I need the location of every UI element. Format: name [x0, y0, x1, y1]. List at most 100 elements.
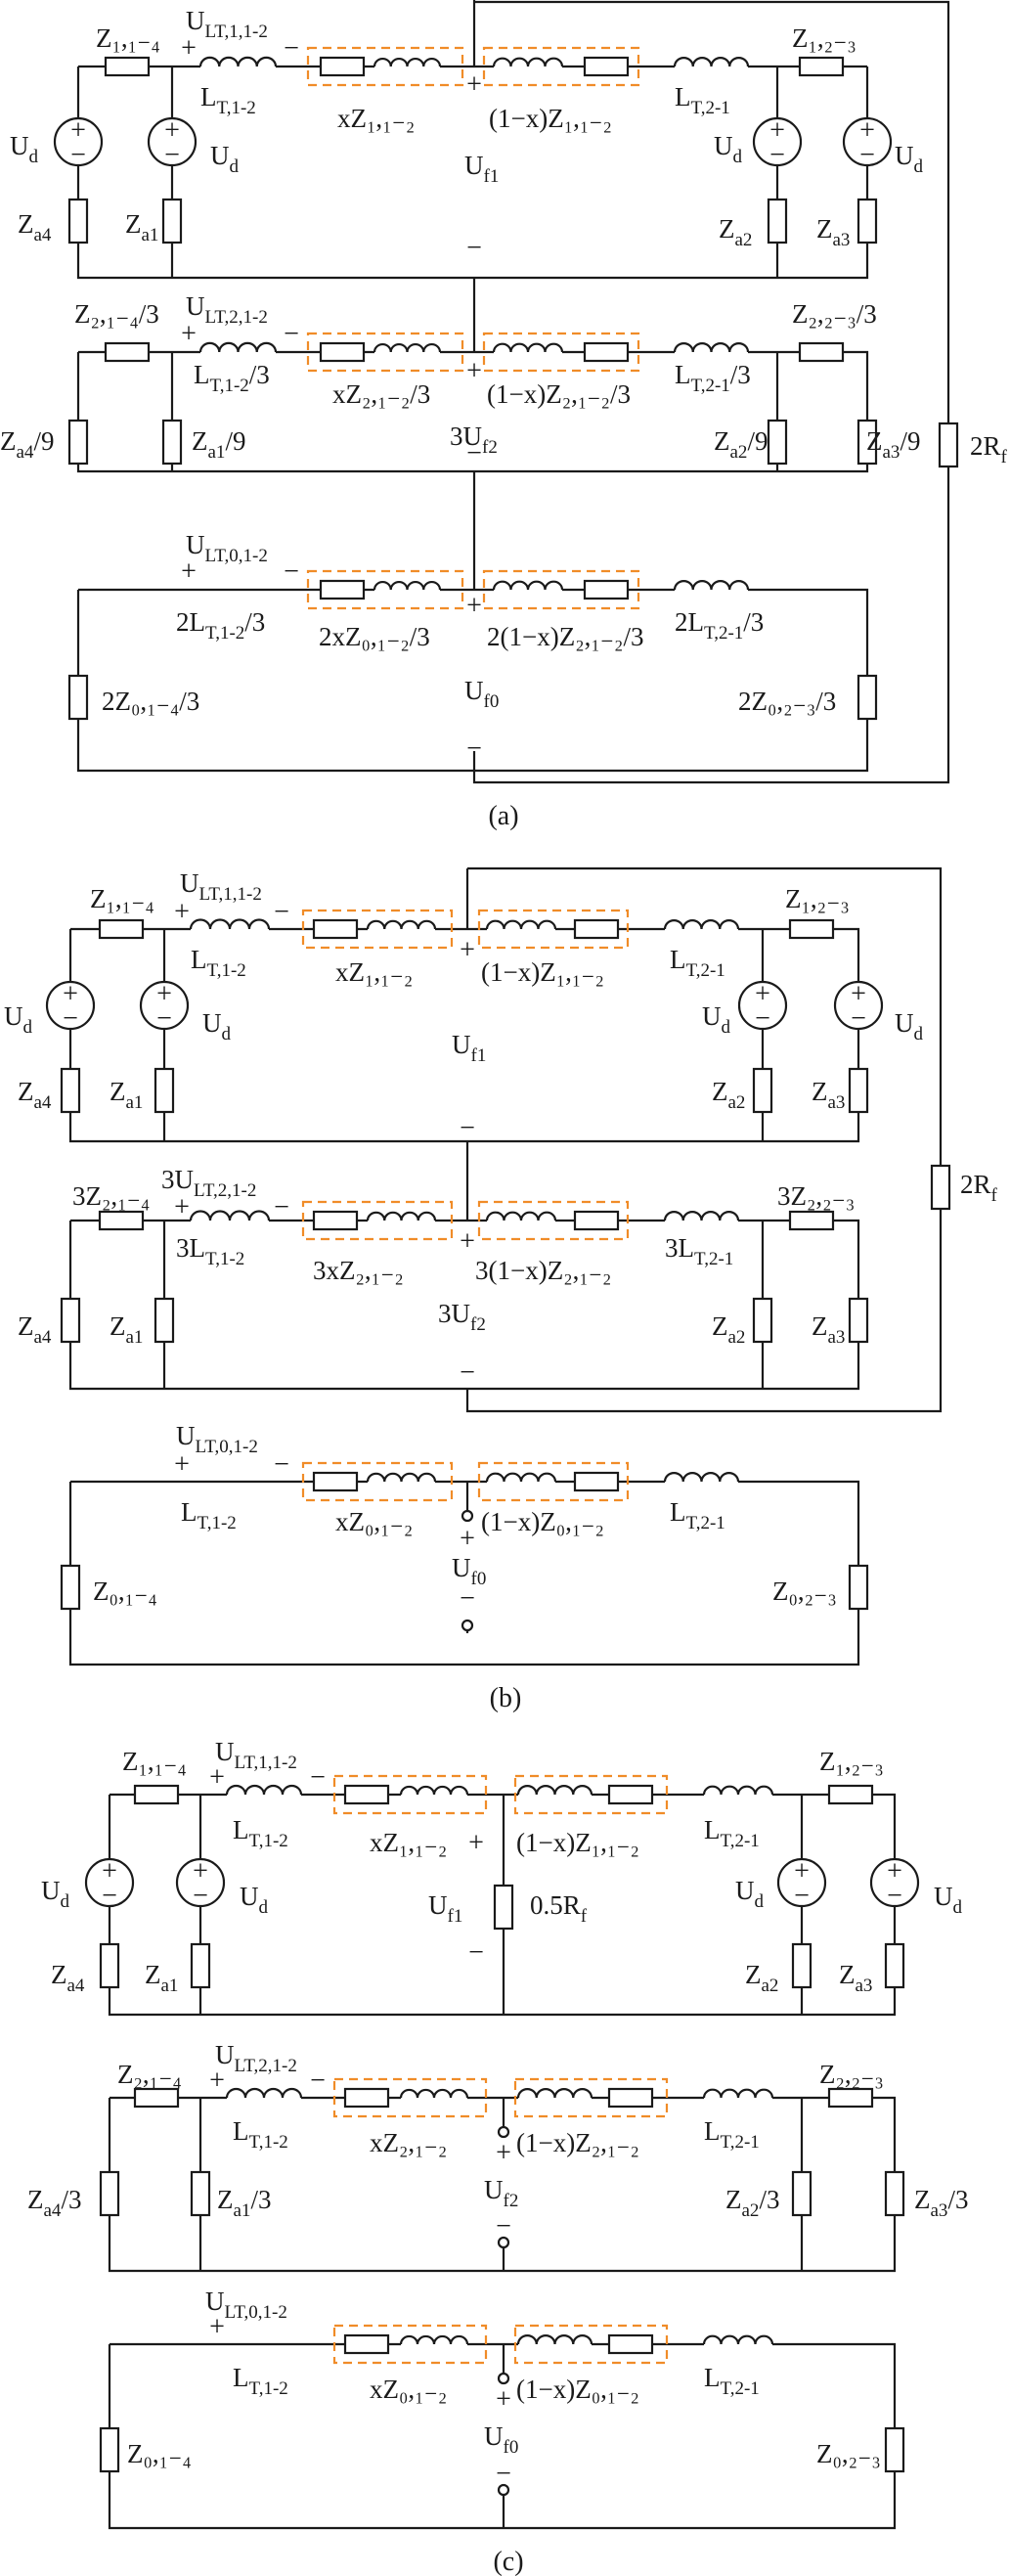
voltage-source-icon: +− — [737, 979, 788, 1034]
inductor-icon — [366, 1472, 437, 1483]
label-b-za1b: Za1 — [110, 1311, 143, 1348]
label-c-lt12c: LT,1-2 — [233, 2363, 288, 2399]
label-b-z0-23: Z₀,₂₋₃ — [772, 1577, 837, 1606]
minus-sign: − — [70, 140, 86, 170]
label-a-za3-9: Za3/9 — [866, 426, 920, 463]
label-c-z1-14: Z₁,₁₋₄ — [122, 1747, 187, 1776]
label-c-xz2: xZ₂,₁₋₂ — [370, 2128, 447, 2157]
resistor-05rf-icon — [493, 1884, 514, 1931]
polarity-sign: − — [466, 233, 482, 263]
resistor-icon — [67, 198, 89, 244]
resistor-icon — [573, 1471, 620, 1492]
label-a-xz1: xZ₁,₁₋₂ — [337, 104, 415, 133]
inductor-icon — [399, 2334, 469, 2345]
terminal-icon — [497, 2125, 510, 2139]
polarity-sign: − — [460, 1113, 475, 1143]
plus-sign: + — [63, 979, 78, 1009]
terminal-icon — [461, 1619, 474, 1632]
series-segment-box — [306, 46, 464, 87]
resistor-icon — [104, 341, 151, 363]
inductor-icon — [663, 919, 740, 930]
inductor-icon — [225, 2087, 303, 2099]
label-c-za1: Za1 — [145, 1960, 178, 1996]
polarity-sign: + — [209, 2312, 225, 2342]
polarity-sign: + — [209, 2065, 225, 2096]
label-b-z1-23: Z₁,₂₋₃ — [785, 884, 850, 913]
resistor-icon — [99, 2170, 120, 2217]
plus-sign: + — [859, 115, 875, 146]
polarity-sign: + — [496, 2138, 511, 2168]
label-a-uf1: Uf1 — [464, 151, 499, 187]
polarity-sign: + — [466, 356, 482, 386]
label-c-lt12b: LT,1-2 — [233, 2116, 288, 2153]
voltage-source-icon: +− — [776, 1856, 827, 1911]
label-c-za2-3: Za2/3 — [725, 2185, 779, 2221]
polarity-sign: + — [209, 1762, 225, 1793]
plus-sign: + — [102, 1856, 117, 1887]
resistor-icon — [791, 2170, 812, 2217]
voltage-source-icon: +− — [84, 1856, 135, 1911]
polarity-sign: − — [466, 733, 482, 764]
polarity-sign: − — [284, 319, 299, 349]
polarity-sign: + — [466, 69, 482, 100]
label-b-xz1: xZ₁,₁₋₂ — [335, 957, 413, 987]
inductor-icon — [673, 580, 750, 591]
resistor-icon — [343, 1784, 390, 1805]
label-a-ult1: ULT,1,1-2 — [186, 6, 268, 42]
polarity-sign: + — [460, 1524, 475, 1554]
label-a-21xz2: 2(1−x)Z₂,₁₋₂/3 — [487, 622, 643, 651]
label-a-ult0: ULT,0,1-2 — [186, 530, 268, 566]
resistor-icon — [60, 1564, 81, 1611]
series-segment-box — [477, 1461, 630, 1502]
label-c-1xz2: (1−x)Z₂,₁₋₂ — [516, 2128, 639, 2157]
voltage-source-icon: +− — [45, 979, 96, 1034]
label-a-uf0: Uf0 — [464, 676, 499, 712]
resistor-icon — [133, 2087, 180, 2109]
polarity-sign: + — [174, 1192, 190, 1222]
label-a-2rf: 2Rf — [970, 431, 1008, 467]
polarity-sign: − — [310, 2065, 326, 2096]
voltage-source-icon: +− — [139, 979, 190, 1034]
minus-sign: − — [156, 1003, 172, 1034]
label-a-ud3: Ud — [714, 131, 743, 167]
resistor-icon — [752, 1067, 773, 1114]
label-b-1xz1: (1−x)Z₁,₁₋₂ — [481, 957, 604, 987]
polarity-sign: + — [174, 1449, 190, 1480]
terminal-icon — [497, 2236, 510, 2249]
label-c-xz1: xZ₁,₁₋₂ — [370, 1828, 447, 1857]
label-c-ult2: ULT,2,1-2 — [215, 2040, 297, 2076]
inductor-icon — [189, 1210, 271, 1221]
terminal-icon — [461, 1509, 474, 1523]
inductor-icon — [516, 2334, 593, 2345]
inductor-icon — [492, 342, 564, 353]
minus-sign: − — [851, 1003, 866, 1034]
voltage-source-icon: +− — [842, 115, 893, 170]
resistor-icon — [104, 56, 151, 77]
label-b-3xz2: 3xZ₂,₁₋₂ — [313, 1256, 404, 1285]
label-b-lt21: LT,2-1 — [670, 945, 725, 981]
resistor-icon — [884, 1942, 905, 1989]
polarity-sign: − — [496, 2211, 511, 2242]
resistor-icon — [583, 56, 630, 77]
resistor-icon — [312, 918, 359, 940]
label-c-ud1: Ud — [41, 1876, 70, 1912]
label-c-ud4: Ud — [934, 1882, 963, 1918]
label-a-1xz1: (1−x)Z₁,₁₋₂ — [489, 104, 612, 133]
polarity-sign: − — [460, 1583, 475, 1614]
voltage-source-icon: +− — [869, 1856, 920, 1911]
series-segment-box — [477, 909, 630, 950]
label-b-za1: Za1 — [110, 1077, 143, 1113]
resistor-icon — [827, 2087, 874, 2109]
resistor-icon — [319, 56, 366, 77]
label-a-za4: Za4 — [18, 209, 52, 245]
polarity-sign: − — [284, 33, 299, 64]
resistor-icon — [884, 2170, 905, 2217]
caption-a: (a) — [488, 801, 518, 831]
series-segment-box — [332, 1774, 488, 1815]
label-b-3lt12: 3LT,1-2 — [176, 1233, 244, 1269]
label-b-za4: Za4 — [18, 1077, 52, 1113]
resistor-icon — [161, 198, 183, 244]
resistor-icon — [67, 674, 89, 721]
label-a-za3: Za3 — [816, 214, 850, 250]
label-a-ud2: Ud — [210, 141, 240, 177]
